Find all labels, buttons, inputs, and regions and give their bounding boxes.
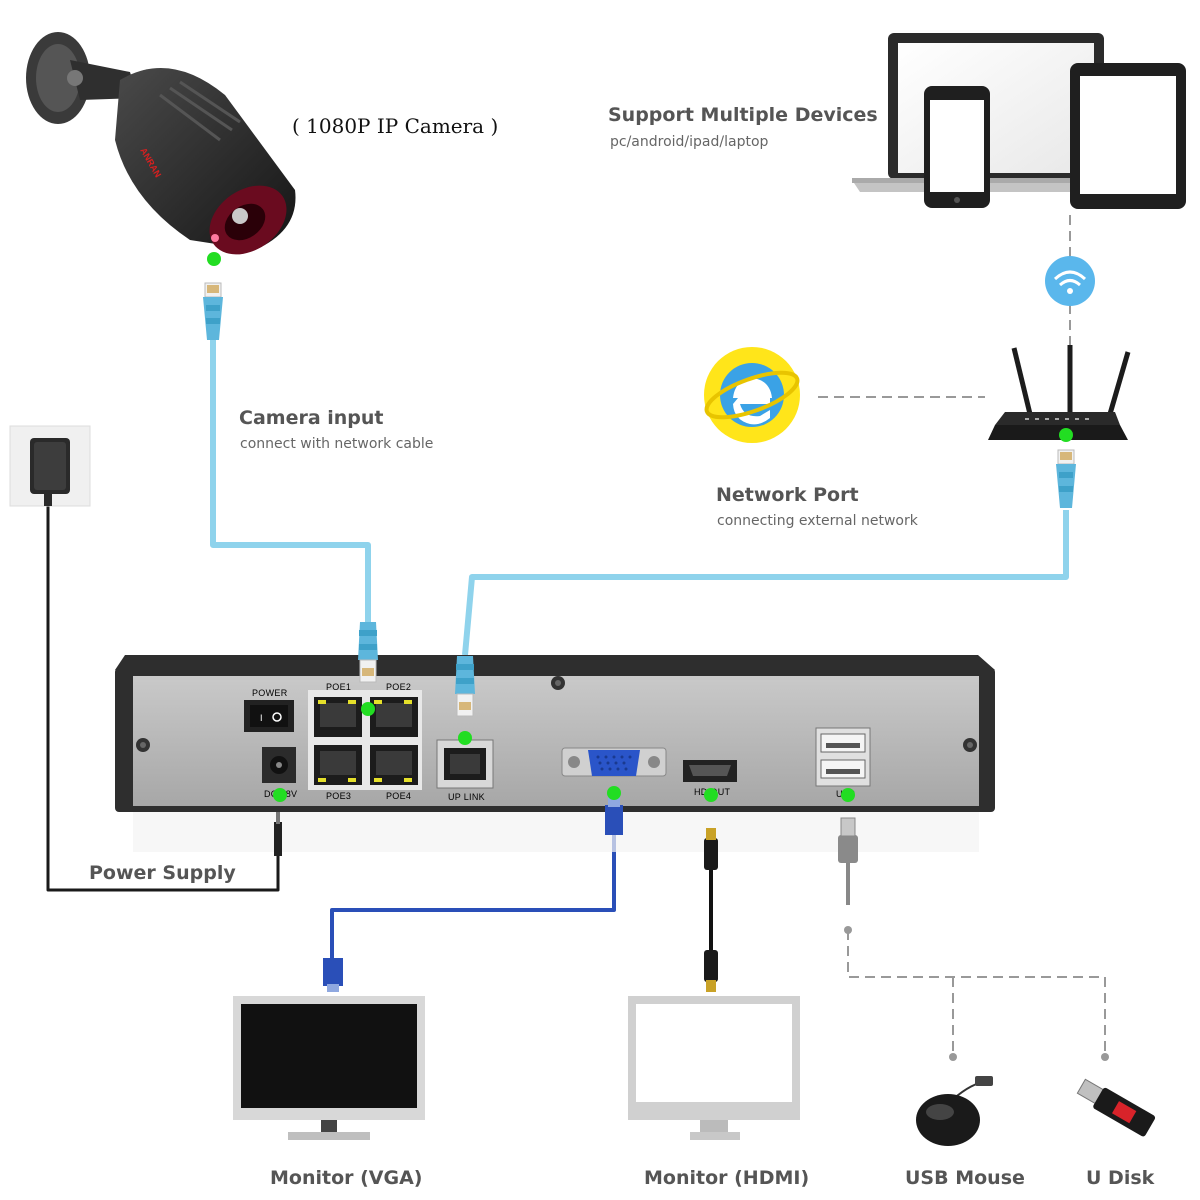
camera-input-title: Camera input — [239, 407, 384, 429]
devices-title: Support Multiple Devices — [608, 104, 878, 126]
uplink-network-cable — [462, 510, 1069, 656]
usb-ports[interactable] — [815, 727, 871, 787]
tablet-icon — [1070, 63, 1186, 209]
power-supply-label: Power Supply — [89, 862, 236, 884]
hdmi-plug-icon — [704, 950, 718, 992]
hdmi-plug-icon — [704, 828, 718, 870]
dashed-connections — [818, 215, 1106, 1055]
camera-label: ( 1080P IP Camera ) — [292, 114, 498, 138]
dc-plug-icon — [274, 812, 282, 856]
rj45-plug-icon — [1056, 449, 1076, 508]
usb-mouse-icon — [916, 1076, 993, 1146]
network-port-subtitle: connecting external network — [717, 513, 919, 529]
vga-cable — [330, 835, 616, 960]
uplink-port[interactable] — [436, 739, 494, 789]
poe3-label: POE3 — [326, 791, 351, 801]
vga-plug-icon — [323, 958, 343, 992]
devices-subtitle: pc/android/ipad/laptop — [610, 134, 769, 150]
power-cable — [46, 505, 280, 892]
internet-explorer-icon — [704, 347, 800, 443]
u-disk-label: U Disk — [1086, 1167, 1155, 1189]
hdmi-monitor-label: Monitor (HDMI) — [644, 1167, 809, 1189]
poe2-label: POE2 — [386, 682, 411, 692]
vga-port[interactable] — [561, 747, 667, 777]
rj45-plug-icon — [203, 282, 223, 340]
usb-plug-icon — [838, 817, 858, 863]
usb-mouse-label: USB Mouse — [905, 1167, 1025, 1189]
uplink-label: UP LINK — [448, 792, 485, 802]
dashed-endpoints — [844, 926, 1109, 1061]
poe1-port[interactable] — [314, 697, 362, 737]
vga-monitor-label: Monitor (VGA) — [270, 1167, 423, 1189]
camera-input-subtitle: connect with network cable — [240, 436, 433, 452]
hdmi-port[interactable] — [683, 760, 737, 782]
power-switch[interactable]: I — [244, 700, 294, 732]
poe3-port[interactable] — [314, 745, 362, 785]
connection-dots — [207, 252, 1073, 802]
network-port-title: Network Port — [716, 484, 859, 506]
monitor-icon — [233, 996, 425, 1140]
poe4-port[interactable] — [370, 745, 418, 785]
bullet-camera-icon — [26, 32, 296, 255]
rj45-plug-icon — [358, 622, 378, 683]
poe4-label: POE4 — [386, 791, 411, 801]
svg-text:I: I — [260, 713, 263, 723]
phone-icon — [924, 86, 990, 208]
usb-flash-drive-icon — [1076, 1078, 1156, 1137]
monitor-icon — [628, 996, 800, 1140]
camera-network-cable — [210, 340, 371, 640]
rj45-plug-icon — [455, 656, 475, 717]
power-adapter-icon — [9, 425, 91, 507]
poe1-label: POE1 — [326, 682, 351, 692]
poe2-port[interactable] — [370, 697, 418, 737]
router-icon — [988, 345, 1131, 440]
wifi-icon — [1045, 256, 1095, 306]
power-label: POWER — [252, 688, 288, 698]
dc-power-jack[interactable] — [262, 747, 296, 783]
